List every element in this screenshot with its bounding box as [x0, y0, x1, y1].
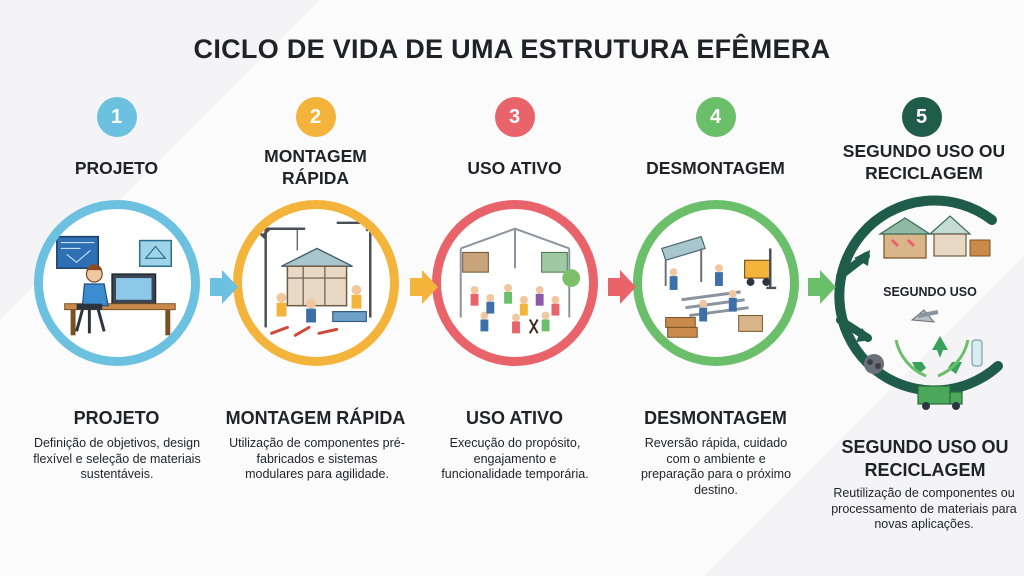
- step-description: Execução do propósito, engajamento e fun…: [441, 436, 589, 481]
- arrow-right-icon: [210, 270, 238, 304]
- step-number-badge: 2: [295, 97, 336, 137]
- disassembly-forklift-icon: [660, 235, 776, 338]
- step-bottom-title: MONTAGEM RÁPIDA: [225, 408, 406, 428]
- step-description: Utilização de componentes pré-fabricados…: [229, 436, 405, 481]
- step-number-badge: 5: [901, 97, 942, 137]
- stage-desmontagem: 4 DESMONTAGEM DESMONTAGEM Reversão rápid…: [613, 0, 818, 576]
- construction-crane-icon: [254, 221, 378, 337]
- step-bottom-title: USO ATIVO: [465, 408, 563, 428]
- recycle-cycle-icon: [834, 195, 1003, 410]
- segundo-uso-label: SEGUNDO USO: [883, 285, 977, 299]
- step-bottom-title: PROJETO: [73, 408, 160, 428]
- segundo-uso-illustration: [822, 190, 1022, 420]
- step-description: Reversão rápida, cuidado com o ambiente …: [640, 436, 792, 497]
- step-bottom-title: SEGUNDO USO OU RECICLAGEM: [841, 437, 1009, 480]
- desmontagem-illustration: [632, 200, 799, 366]
- arrow-right-icon: [808, 270, 836, 304]
- event-crowd-icon: [459, 227, 580, 334]
- step-bottom-title: DESMONTAGEM: [644, 408, 787, 428]
- step-number-badge: 4: [695, 97, 736, 137]
- step-title: MONTAGEM RÁPIDA: [264, 146, 367, 188]
- step-description: Definição de objetivos, design flexível …: [33, 436, 201, 481]
- page-title: CICLO DE VIDA DE UMA ESTRUTURA EFÊMERA: [193, 34, 831, 64]
- uso-ativo-illustration: [431, 200, 598, 366]
- stage-projeto: 1 PROJETO PROJETO Definição de objetivos…: [14, 0, 219, 576]
- arrow-right-icon: [410, 270, 438, 304]
- stage-montagem: 2 MONTAGEM RÁPIDA MONTAGEM RÁPIDA Utiliz…: [213, 0, 418, 576]
- step-description: Reutilização de componentes ou processam…: [831, 486, 1017, 531]
- step-number-badge: 1: [96, 97, 137, 137]
- arrow-right-icon: [608, 270, 636, 304]
- stage-segundo-uso: 5 SEGUNDO USO OU RECICLAGEM: [819, 0, 1024, 576]
- projeto-illustration: [33, 200, 200, 366]
- montagem-illustration: [232, 200, 399, 366]
- step-title: USO ATIVO: [467, 158, 562, 178]
- step-number-badge: 3: [494, 97, 535, 137]
- step-title: PROJETO: [74, 158, 159, 178]
- stage-uso-ativo: 3 USO ATIVO USO ATIVO Execução do pr: [412, 0, 617, 576]
- designer-desk-icon: [55, 235, 176, 336]
- step-title: SEGUNDO USO OU RECICLAGEM: [842, 141, 1006, 183]
- step-title: DESMONTAGEM: [646, 158, 785, 178]
